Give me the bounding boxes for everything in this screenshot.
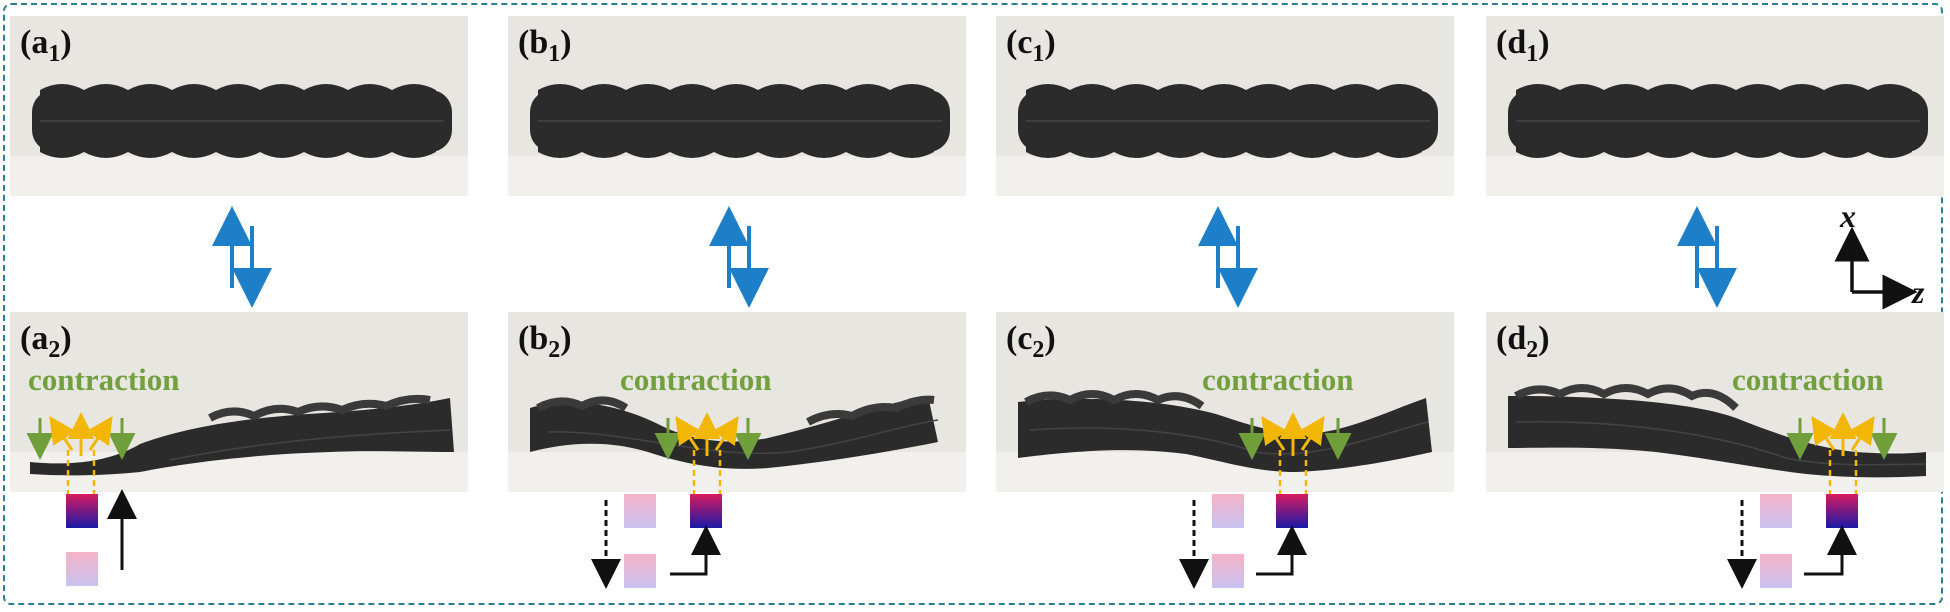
reversible-arrows-icon bbox=[212, 206, 272, 308]
move-arrow-icon bbox=[670, 525, 721, 576]
panel-label-a1: (a1) bbox=[20, 24, 72, 67]
reversible-arrows-icon bbox=[1198, 206, 1258, 308]
tube-straight-photo bbox=[996, 16, 1454, 196]
reversible-arrows-icon bbox=[709, 206, 769, 308]
magnet-block-icon bbox=[66, 494, 98, 528]
magnet-block-icon bbox=[624, 494, 656, 528]
panel-label-c2: (c2) bbox=[1006, 320, 1056, 363]
magnet-block-icon bbox=[624, 554, 656, 588]
magnet-block-icon bbox=[1212, 494, 1244, 528]
magnet-block-icon bbox=[1760, 554, 1792, 588]
photo-d2: (d2) contraction bbox=[1486, 312, 1944, 492]
panel-label-a2: (a2) bbox=[20, 320, 72, 363]
panel-label-b1: (b1) bbox=[518, 24, 572, 67]
contraction-arrows-d bbox=[1786, 412, 1898, 494]
magnet-block-icon bbox=[1826, 494, 1858, 528]
photo-b2: (b2) contraction bbox=[508, 312, 966, 492]
photo-a2: (a2) contraction bbox=[10, 312, 468, 492]
tube-bent-photo bbox=[10, 312, 468, 492]
magnet-block-icon bbox=[1760, 494, 1792, 528]
tube-straight-photo bbox=[508, 16, 966, 196]
axis-z-label: z bbox=[1912, 274, 1925, 310]
photo-c1: (c1) bbox=[996, 16, 1454, 196]
tube-straight-photo bbox=[1486, 16, 1944, 196]
photo-b1: (b1) bbox=[508, 16, 966, 196]
contraction-label-c: contraction bbox=[1202, 362, 1354, 397]
reversible-arrows-icon bbox=[1677, 206, 1737, 308]
magnet-block-icon bbox=[1212, 554, 1244, 588]
contraction-label-d: contraction bbox=[1732, 362, 1884, 397]
axis-x-label: x bbox=[1840, 198, 1856, 234]
magnet-block-icon bbox=[690, 494, 722, 528]
contraction-label-b: contraction bbox=[620, 362, 772, 397]
move-arrow-icon bbox=[1804, 525, 1857, 576]
panel-label-d1: (d1) bbox=[1496, 24, 1550, 67]
contraction-label-a: contraction bbox=[28, 362, 180, 397]
magnet-block-icon bbox=[1276, 494, 1308, 528]
photo-a1: (a1) bbox=[10, 16, 468, 196]
magnet-block-icon bbox=[66, 552, 98, 586]
axis-icon bbox=[1834, 226, 1918, 310]
figure-frame bbox=[3, 3, 1943, 605]
panel-label-b2: (b2) bbox=[518, 320, 572, 363]
contraction-arrows-c bbox=[1238, 412, 1352, 494]
contraction-arrows-b bbox=[654, 412, 762, 494]
panel-label-d2: (d2) bbox=[1496, 320, 1550, 363]
photo-d1: (d1) bbox=[1486, 16, 1944, 196]
contraction-arrows-a bbox=[26, 412, 136, 494]
panel-label-c1: (c1) bbox=[1006, 24, 1056, 67]
tube-straight-photo bbox=[10, 16, 468, 196]
move-arrow-icon bbox=[1256, 525, 1307, 576]
tube-bent-photo bbox=[1486, 312, 1944, 492]
